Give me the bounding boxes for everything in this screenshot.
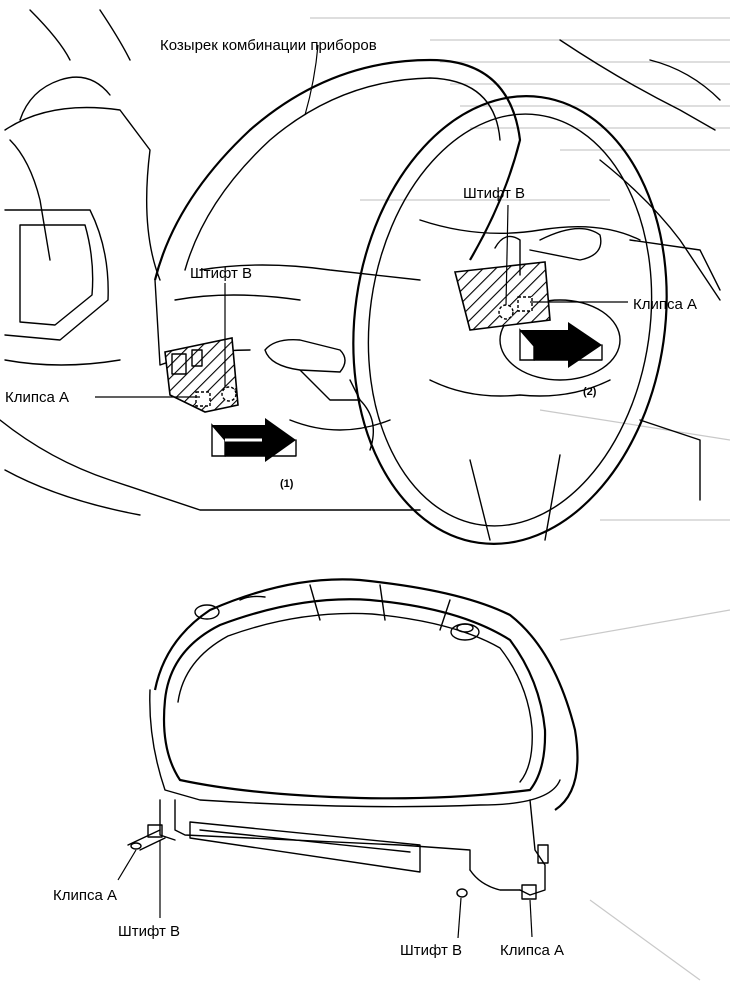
left-clip-area	[164, 337, 239, 413]
left-clip-a-label: Клипса A	[5, 389, 69, 406]
pull-direction-arrow-1	[211, 418, 297, 462]
right-clip-area	[453, 235, 551, 331]
leader-lines-bottom	[117, 840, 533, 939]
hood-detail-illustration	[127, 578, 579, 900]
hood-label: Козырек комбинации приборов	[160, 37, 377, 54]
background-bleed-through	[310, 17, 730, 981]
leader-lines-top	[95, 44, 628, 398]
step-2-label: (2)	[583, 386, 597, 398]
detail-left-clip-a-label: Клипса A	[53, 887, 117, 904]
detail-left-pin-b-label: Штифт B	[118, 923, 180, 940]
steering-column	[264, 339, 391, 451]
right-pin-b-label: Штифт B	[463, 185, 525, 202]
right-clip-a-label: Клипса A	[633, 296, 697, 313]
steering-wheel	[352, 95, 668, 545]
step-1-label: (1)	[280, 478, 294, 490]
detail-right-clip-a-label: Клипса A	[500, 942, 564, 959]
detail-right-pin-b-label: Штифт B	[400, 942, 462, 959]
dashboard-illustration	[0, 9, 721, 516]
left-pin-b-label: Штифт B	[190, 265, 252, 282]
pull-direction-arrow-2	[519, 322, 603, 368]
